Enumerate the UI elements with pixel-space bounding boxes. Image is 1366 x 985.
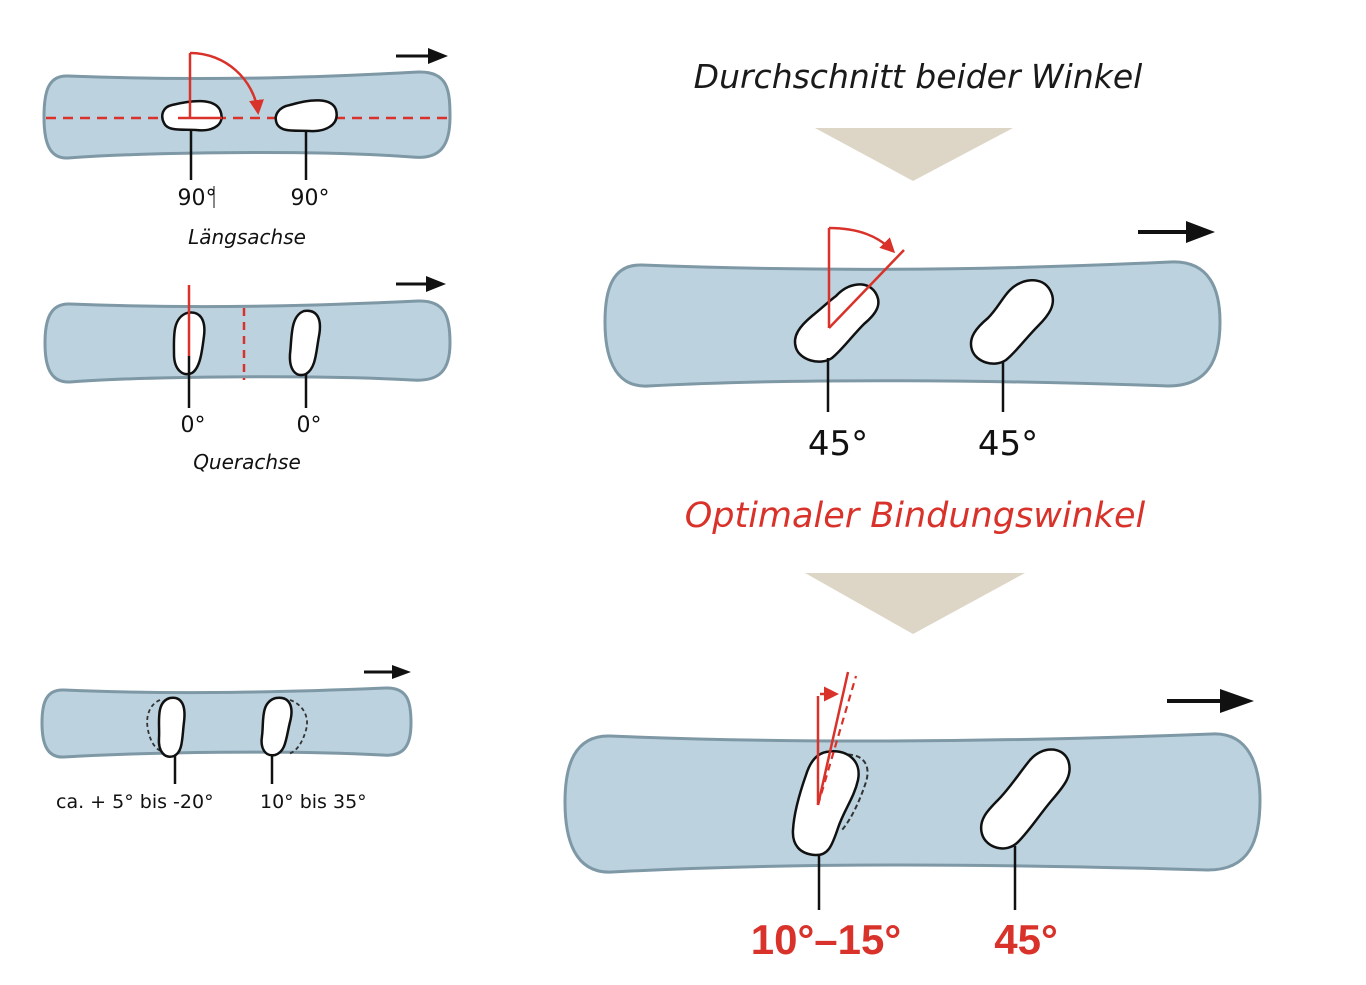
panel-transverse: 0° 0° Querachse — [43, 276, 452, 474]
caption-querachse: Querachse — [193, 450, 301, 474]
heading-optimaler-bindungswinkel: Optimaler Bindungswinkel — [685, 496, 1146, 536]
direction-arrow-icon — [396, 276, 446, 292]
front-range-label: ca. + 5° bis -20° — [56, 791, 214, 813]
panel-longitudinal: 90° 90° Längsachse — [42, 48, 452, 249]
boot-outline-icon — [157, 696, 186, 758]
rear-range-label: 10° bis 35° — [260, 791, 367, 813]
boot-outline-icon — [969, 279, 1055, 365]
down-triangle-icon — [805, 573, 1025, 634]
boot-outline-icon — [791, 749, 860, 857]
rear-angle-label: 45° — [978, 424, 1038, 464]
panel-average: Durchschnitt beider Winkel 45° 45° — [603, 57, 1222, 464]
direction-arrow-icon — [1167, 689, 1254, 713]
rear-angle-label: 0° — [297, 413, 322, 438]
panel-range: ca. + 5° bis -20° 10° bis 35° — [40, 665, 413, 813]
boot-outline-icon — [793, 283, 880, 363]
rear-angle-label: 45° — [994, 916, 1058, 963]
rotation-arrow-icon — [816, 671, 858, 806]
boot-outline-icon — [274, 99, 338, 133]
down-triangle-icon — [815, 128, 1013, 181]
snowboard — [563, 732, 1262, 874]
panel-optimal: Optimaler Bindungswinkel 10°–15° 45° — [563, 496, 1262, 963]
snowboard — [40, 686, 413, 759]
front-angle-label: 45° — [808, 424, 868, 464]
front-angle-label: 90° — [178, 186, 217, 211]
boot-outline-icon — [161, 99, 223, 132]
heading-durchschnitt: Durchschnitt beider Winkel — [694, 57, 1143, 96]
boot-dashed-outline — [287, 699, 308, 755]
boot-outline-icon — [260, 696, 293, 757]
direction-arrow-icon — [1138, 221, 1215, 243]
snowboard — [43, 299, 452, 384]
rear-angle-label: 90° — [291, 186, 330, 211]
front-angle-label: 0° — [181, 413, 206, 438]
rotation-arrow-icon — [827, 226, 905, 329]
front-angle-label: 10°–15° — [751, 916, 901, 963]
caption-laengsachse: Längsachse — [188, 225, 306, 249]
snowboard — [603, 260, 1222, 388]
direction-arrow-icon — [364, 665, 411, 679]
snowboard — [42, 70, 452, 160]
boot-outline-icon — [979, 748, 1071, 850]
direction-arrow-icon — [396, 48, 448, 64]
rotation-arrow-icon — [178, 51, 264, 120]
